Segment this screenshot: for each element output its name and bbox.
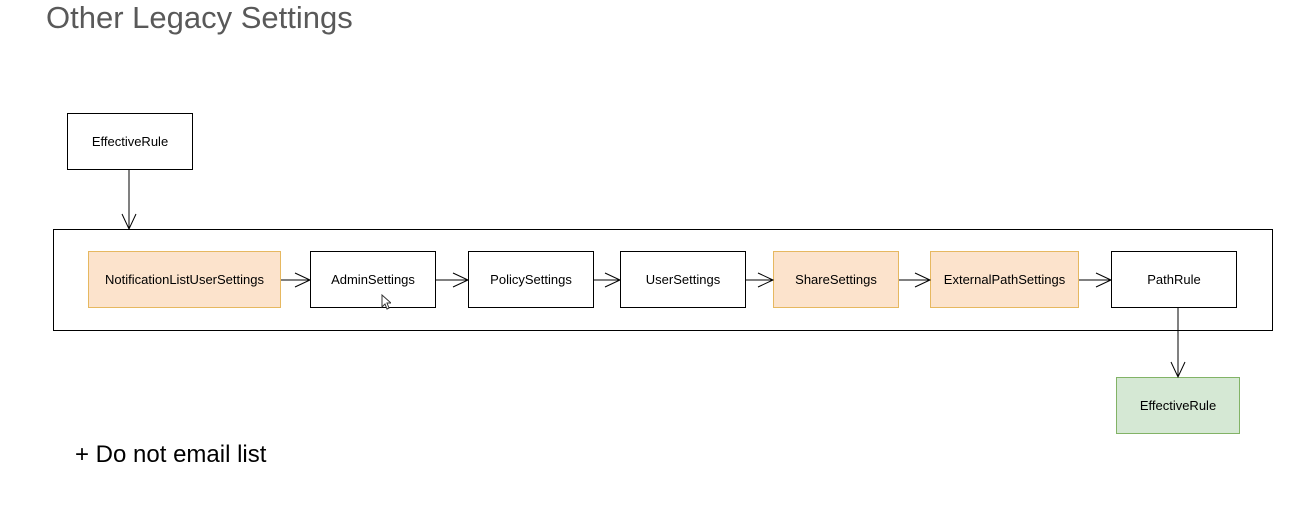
input-effectiverule-label: EffectiveRule xyxy=(91,134,169,149)
node-pathrule-label: PathRule xyxy=(1147,272,1201,287)
node-policysettings-label: PolicySettings xyxy=(490,272,572,287)
node-pathrule: PathRule xyxy=(1111,251,1237,308)
output-effectiverule-label: EffectiveRule xyxy=(1139,398,1217,413)
node-sharesettings-label: ShareSettings xyxy=(795,272,877,287)
node-notificationlistusersettings: NotificationListUserSettings xyxy=(88,251,281,308)
slide-title: Other Legacy Settings xyxy=(46,0,353,35)
node-externalpathsettings: ExternalPathSettings xyxy=(930,251,1079,308)
input-effectiverule-node: EffectiveRule xyxy=(67,113,193,170)
node-policysettings: PolicySettings xyxy=(468,251,594,308)
node-adminsettings: AdminSettings xyxy=(310,251,436,308)
note-text: + Do not email list xyxy=(75,441,267,468)
mouse-cursor-icon xyxy=(381,294,391,310)
node-notificationlistusersettings-label: NotificationListUserSettings xyxy=(105,272,264,287)
node-externalpathsettings-label: ExternalPathSettings xyxy=(943,272,1066,287)
output-effectiverule-node: EffectiveRule xyxy=(1116,377,1240,434)
arrow-input-to-chain xyxy=(121,170,137,231)
node-sharesettings: ShareSettings xyxy=(773,251,899,308)
node-adminsettings-label: AdminSettings xyxy=(331,272,415,287)
node-usersettings: UserSettings xyxy=(620,251,746,308)
node-usersettings-label: UserSettings xyxy=(645,272,721,287)
